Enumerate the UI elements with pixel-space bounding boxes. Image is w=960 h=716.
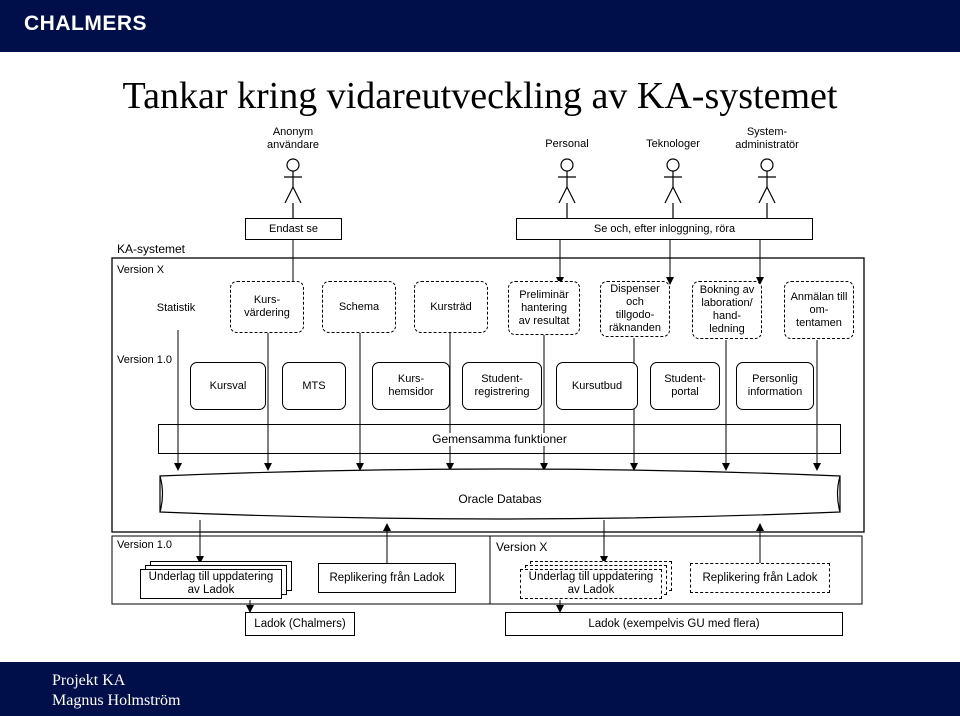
actor-sysadmin-icon [758,158,776,204]
module-schema: Schema [322,281,396,333]
ladok-exempel-box: Ladok (exempelvis GU med flera) [505,612,843,636]
module-mts: MTS [282,362,346,410]
module-studentregistrering-label: Student- registrering [474,373,530,398]
underlag-vx-box: Underlag till uppdatering av Ladok [520,569,662,599]
ka-system-label: KA-systemet [117,242,186,256]
actor-teknologer-label: Teknologer [646,138,700,150]
access-se-och-rora: Se och, efter inloggning, röra [516,218,813,240]
module-bokning-label: Bokning av laboration/ hand- ledning [699,284,755,335]
module-kurstrad: Kursträd [414,281,488,333]
stick-figure-icons [284,158,776,204]
common-functions-label: Gemensamma funktioner [432,431,567,446]
oracle-database-label: Oracle Databas [458,492,542,506]
underlag-v1-label: Underlag till uppdatering av Ladok [148,571,274,596]
replikering-v1-label: Replikering från Ladok [329,571,445,584]
replikering-v1-box: Replikering från Ladok [318,563,456,593]
module-statistik-label: Statistik [156,301,196,314]
module-personlig-information: Personlig information [736,362,814,410]
module-kursvardering-label: Kurs- värdering [244,294,290,319]
chalmers-logo: CHALMERS [24,12,147,35]
module-kurstrad-label: Kursträd [430,300,472,313]
access-se-och-label: Se och, efter inloggning, röra [593,222,736,235]
module-kursvardering: Kurs- värdering [230,281,304,333]
module-kursutbud: Kursutbud [556,362,638,410]
module-bokning: Bokning av laboration/ hand- ledning [692,281,762,339]
module-dispenser: Dispenser och tillgodo- räknanden [600,281,670,337]
access-endast-se: Endast se [245,218,342,240]
ladok-chalmers-box: Ladok (Chalmers) [245,612,355,636]
module-anmalan-label: Anmälan till om- tentamen [790,290,848,329]
ladok-exempel-label: Ladok (exempelvis GU med flera) [588,617,760,630]
module-kursutbud-label: Kursutbud [571,379,623,392]
module-kursval: Kursval [190,362,266,410]
module-schema-label: Schema [338,300,380,313]
actor-anon-icon [284,158,302,204]
module-statistik: Statistik [140,287,212,329]
actor-anon-label: Anonym användare [267,126,319,151]
underlag-vx-label: Underlag till uppdatering av Ladok [528,571,654,596]
module-anmalan: Anmälan till om- tentamen [784,281,854,339]
replikering-vx-box: Replikering från Ladok [690,563,830,593]
ka-system-boundary [111,257,865,533]
module-kursval-label: Kursval [209,379,247,392]
access-endast-label: Endast se [269,222,318,235]
module-kurshemsidor-label: Kurs- hemsidor [388,373,434,398]
module-studentportal: Student- portal [650,362,720,410]
module-dispenser-label: Dispenser och tillgodo- räknanden [609,283,661,334]
header-bar [0,0,960,52]
ladok-chalmers-label: Ladok (Chalmers) [254,617,346,630]
actor-teknologer-icon [664,158,682,204]
ladok-version-x-label: Version X [496,540,548,554]
replikering-vx-label: Replikering från Ladok [702,571,818,584]
version-1-label: Version 1.0 [117,354,173,366]
module-kurshemsidor: Kurs- hemsidor [372,362,450,410]
ladok-version-1-label: Version 1.0 [117,539,173,551]
footer-author: Magnus Holmström [52,692,181,709]
module-studentportal-label: Student- portal [664,373,706,398]
module-studentregistrering: Student- registrering [462,362,542,410]
footer-project: Projekt KA [52,672,126,689]
module-personlig-label: Personlig information [747,373,803,398]
module-mts-label: MTS [302,379,326,392]
slide-title: Tankar kring vidareutveckling av KA-syst… [122,75,838,117]
actor-personal-icon [558,158,576,204]
version-x-label: Version X [117,264,165,276]
underlag-v1-box: Underlag till uppdatering av Ladok [140,569,282,599]
footer-bar [0,662,960,716]
module-preliminar-label: Preliminär hantering av resultat [518,288,570,327]
actor-sysadmin-label: System- administratör [735,126,799,151]
module-preliminar: Preliminär hantering av resultat [508,281,580,335]
common-functions: Gemensamma funktioner [158,424,841,454]
actor-personal-label: Personal [545,138,589,150]
